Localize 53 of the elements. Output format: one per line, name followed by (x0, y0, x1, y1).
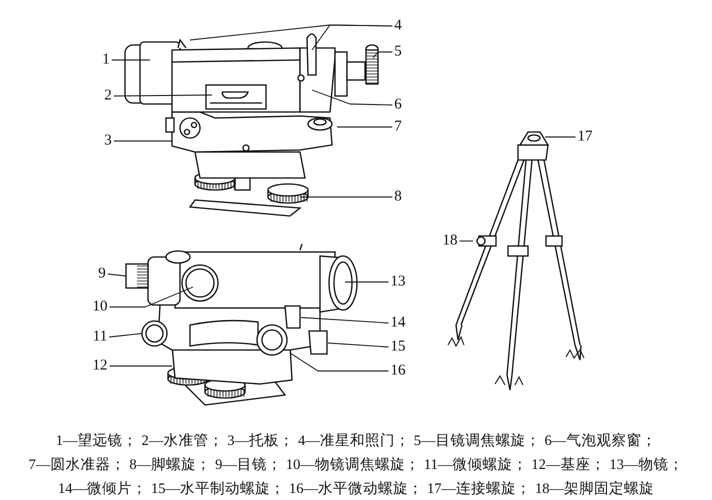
callout-number: 8 (394, 188, 402, 206)
key-entry: 11—微倾螺旋； (424, 457, 528, 473)
leader-line (300, 196, 393, 198)
key-entry: 10—物镜调焦螺旋； (286, 457, 420, 473)
callout-number: 4 (394, 18, 402, 34)
callout-number: 15 (390, 338, 406, 356)
leader-line (372, 52, 393, 58)
key-entry: 1—望远镜； (56, 433, 138, 449)
callout-number: 5 (394, 44, 402, 60)
key-entry: 6—气泡观察窗； (544, 433, 656, 449)
tilt-plate (284, 305, 302, 330)
leader-line (107, 274, 126, 276)
clamp-block (308, 330, 329, 356)
callout-number: 14 (390, 314, 406, 332)
callout-number: 7 (394, 118, 402, 136)
tilting-screw (141, 320, 168, 347)
callout-number: 11 (92, 328, 108, 346)
key-entry: 9—目镜； (215, 457, 282, 473)
callout-number: 13 (390, 274, 406, 290)
key-entry: 2—水准管； (142, 433, 224, 449)
leader-line (312, 90, 393, 106)
key-entry: 14—微倾片； (58, 481, 147, 497)
key-entry: 5—目镜调焦螺旋； (414, 433, 540, 449)
key-entry: 16—水平微动螺旋； (289, 481, 423, 497)
leader-line (328, 342, 389, 348)
leader-line (544, 136, 576, 138)
callout-number: 1 (102, 52, 110, 68)
callout-number: 2 (104, 88, 112, 104)
leader-line (113, 140, 172, 142)
callout-number: 9 (98, 266, 106, 282)
key-entry: 12—基座； (531, 457, 606, 473)
leader-line (336, 126, 393, 128)
callout-number: 16 (390, 362, 406, 380)
key-entry: 13—物镜； (609, 457, 684, 473)
key-entry: 8—脚螺旋； (129, 457, 212, 473)
leader-line (459, 240, 474, 242)
leader-line (312, 24, 393, 50)
callout-number: 18 (442, 232, 458, 250)
key-entry: 18—架脚固定螺旋 (535, 481, 654, 497)
key-entry: 3—托板； (227, 433, 294, 449)
callout-number: 3 (104, 132, 112, 150)
leader-line (108, 333, 142, 338)
key-entry: 15—水平制动螺旋； (151, 481, 285, 497)
key-entry: 17—连接螺旋； (427, 481, 531, 497)
leader-line (290, 352, 389, 372)
callout-number: 12 (92, 358, 108, 374)
knurled-knob (125, 263, 149, 289)
key-entry: 7—圆水准器； (28, 457, 126, 473)
callout-number: 17 (578, 128, 592, 146)
key-entry: 4—准星和照门； (298, 433, 410, 449)
leader-line (109, 286, 194, 308)
callout-number: 10 (92, 298, 108, 316)
callout-number: 6 (394, 96, 402, 114)
